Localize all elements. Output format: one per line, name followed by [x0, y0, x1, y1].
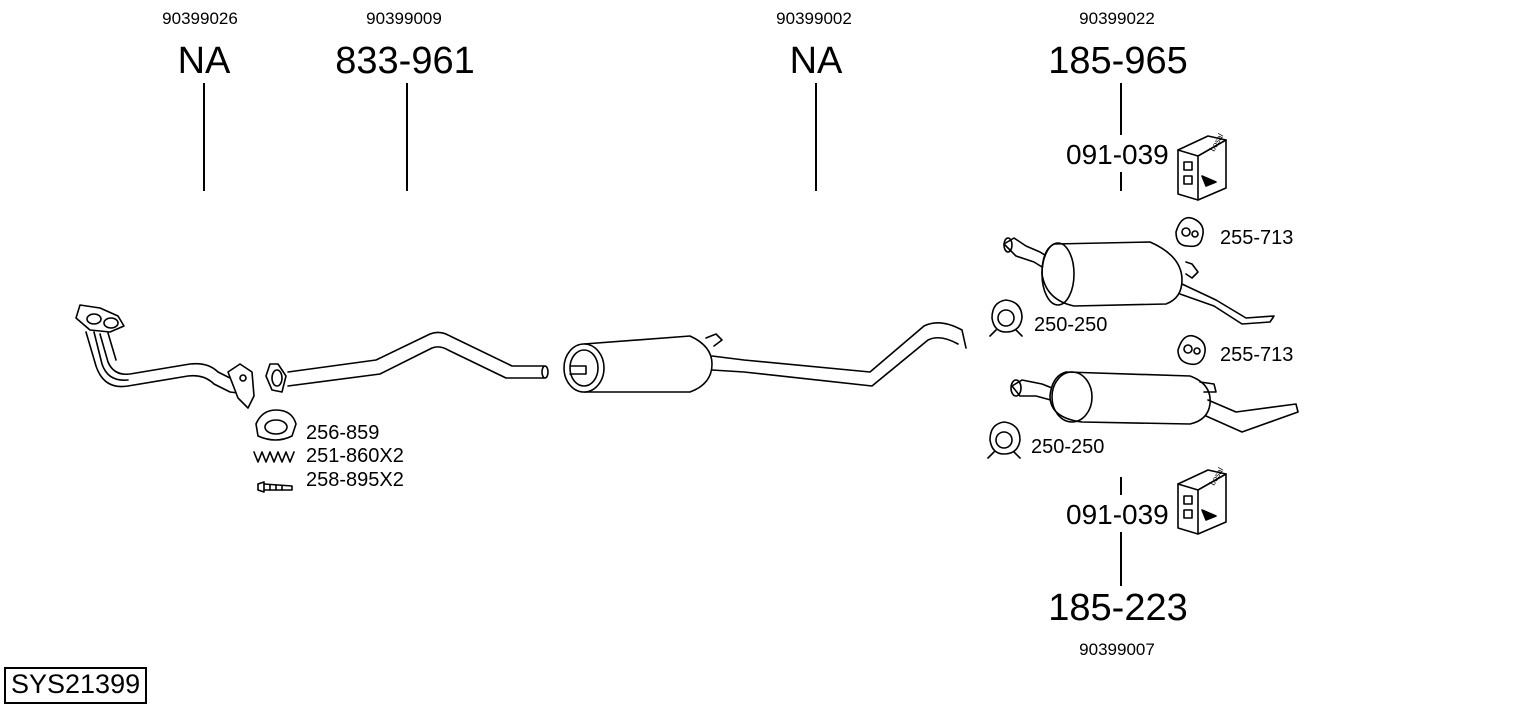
spring-drawing[interactable]: [253, 451, 295, 463]
intermediate-pipe-part-number[interactable]: 833-961: [335, 40, 475, 82]
rear-silencer-a-part-number[interactable]: 185-965: [1048, 40, 1188, 82]
kit-box-a-icon[interactable]: bosal: [1177, 132, 1227, 201]
rear-silencer-b-part-number[interactable]: 185-223: [1048, 587, 1188, 629]
front-pipe-part-number[interactable]: NA: [177, 40, 231, 82]
center-silencer-leader-line: [815, 83, 817, 191]
center-silencer-ref: 90399002: [776, 9, 852, 28]
intermediate-pipe-leader-line: [406, 83, 408, 191]
front-pipe-drawing[interactable]: [75, 304, 255, 409]
rear-silencer-b-leader-line-bottom: [1120, 532, 1122, 586]
bolt-part-number[interactable]: 258-895X2: [306, 469, 404, 491]
rubber-mount-b-part-number[interactable]: 255-713: [1220, 344, 1294, 366]
rubber-mount-b-drawing[interactable]: [1177, 334, 1206, 366]
front-pipe-leader-line: [203, 83, 205, 191]
rear-silencer-b-kit-number[interactable]: 091-039: [1066, 499, 1169, 530]
front-pipe-ref: 90399026: [162, 9, 238, 28]
rear-silencer-b-leader-line-top: [1120, 477, 1122, 495]
rubber-mount-a-drawing[interactable]: [1175, 216, 1204, 248]
rubber-mount-a-part-number[interactable]: 255-713: [1220, 227, 1294, 249]
rear-silencer-a-drawing[interactable]: [1003, 237, 1275, 325]
rear-silencer-a-leader-line-top: [1120, 83, 1122, 135]
system-code-box: SYS21399: [4, 667, 148, 704]
clamp-a-part-number[interactable]: 250-250: [1034, 314, 1108, 336]
rear-silencer-a-leader-line-bottom: [1120, 172, 1122, 191]
center-silencer-drawing[interactable]: [563, 322, 967, 393]
intermediate-pipe-drawing[interactable]: [265, 331, 549, 393]
intermediate-pipe-ref: 90399009: [366, 9, 442, 28]
rear-silencer-a-ref: 90399022: [1079, 9, 1155, 28]
gasket-drawing[interactable]: [255, 409, 297, 441]
clamp-b-part-number[interactable]: 250-250: [1031, 436, 1105, 458]
clamp-b-drawing[interactable]: [987, 421, 1021, 459]
rear-silencer-b-ref: 90399007: [1079, 640, 1155, 659]
clamp-a-drawing[interactable]: [989, 299, 1023, 337]
gasket-part-number[interactable]: 256-859: [306, 422, 380, 444]
kit-box-b-icon[interactable]: bosal: [1177, 466, 1227, 535]
spring-part-number[interactable]: 251-860X2: [306, 445, 404, 467]
bolt-drawing[interactable]: [257, 481, 293, 493]
rear-silencer-b-drawing[interactable]: [1010, 371, 1299, 433]
center-silencer-part-number[interactable]: NA: [789, 40, 843, 82]
rear-silencer-a-kit-number[interactable]: 091-039: [1066, 139, 1169, 170]
